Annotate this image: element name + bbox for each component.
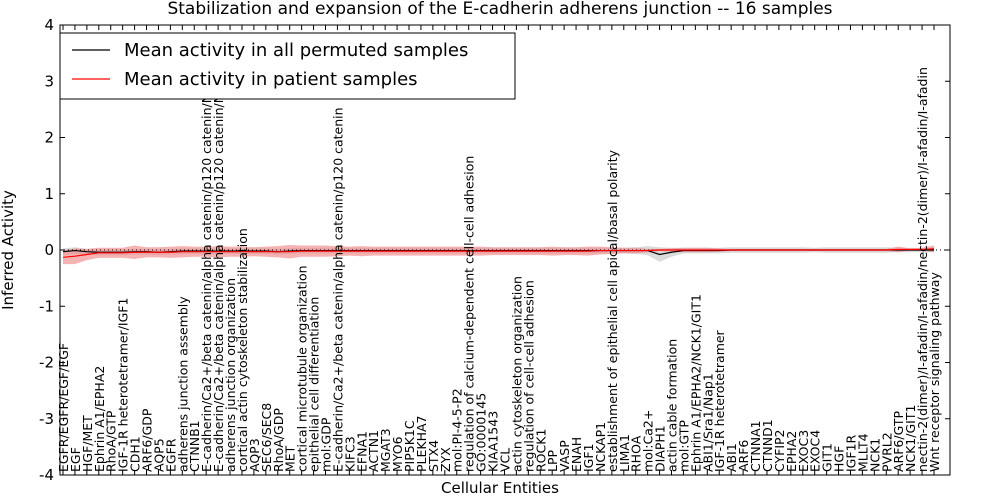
- x-tick-label: ARF6/GTP: [891, 411, 906, 472]
- x-tick-label: LPP: [545, 449, 560, 472]
- x-tick-label: STX4: [426, 440, 441, 472]
- x-tick-label: CYFIP2: [772, 429, 787, 472]
- y-tick-label: -3: [39, 410, 54, 428]
- x-tick-label: NCKAP1: [593, 422, 608, 472]
- x-tick-label: ABI1: [724, 443, 739, 472]
- y-tick-label: 3: [44, 72, 54, 90]
- chart-title: Stabilization and expansion of the E-cad…: [167, 0, 832, 19]
- x-tick-label: RhoA/GTP: [104, 410, 119, 472]
- x-axis-label: Cellular Entities: [441, 479, 559, 497]
- y-tick-label: 4: [44, 16, 54, 34]
- y-tick-label: 1: [44, 185, 54, 203]
- x-tick-label: GIT1: [820, 443, 835, 472]
- x-tick-label: E-cadherin/Ca2+/beta catenin/alpha caten…: [199, 94, 214, 472]
- x-tick-label: mol:PI-4-5-P2: [450, 388, 465, 472]
- x-tick-label: KIAA1543: [486, 411, 501, 472]
- x-tick-label: PVRL2: [879, 432, 894, 472]
- x-tick-label: ROCK1: [533, 429, 548, 472]
- x-tick-label: ABI1/Sra1/Nap1: [700, 373, 715, 472]
- x-tick-label: AQP5: [151, 438, 166, 472]
- x-tick-label: nectin-2(dimer)/I-afadin/I-afadin/nectin…: [915, 67, 930, 472]
- x-tick-label: regulation of calcium-dependent cell-cel…: [462, 156, 477, 472]
- x-tick-label: PLEKHA7: [414, 415, 429, 472]
- x-tick-label: cortical microtubule organization: [295, 265, 310, 472]
- x-tick-label: regulation of cell-cell adhesion: [521, 280, 536, 472]
- x-tick-label: Ephrin A1/EPHA2: [92, 366, 107, 472]
- y-tick-label: -1: [39, 297, 54, 315]
- y-tick-label: -2: [39, 354, 54, 372]
- x-tick-label: ZYX: [438, 447, 453, 472]
- y-tick-label: -4: [39, 466, 54, 484]
- x-tick-label: actin cable formation: [665, 339, 680, 472]
- x-tick-label: EFNA1: [354, 431, 369, 472]
- x-tick-label: GO:0000145: [474, 393, 489, 472]
- legend-box: [59, 32, 516, 100]
- x-tick-label: Wnt receptor signaling pathway: [927, 272, 942, 472]
- x-tick-label: LIMA1: [617, 434, 632, 472]
- x-tick-label: actin cytoskeleton organization: [509, 276, 524, 472]
- x-tick-label: Ephrin A1/EPHA2/NCK1/GIT1: [688, 294, 703, 472]
- x-tick-label: IGF1R: [843, 434, 858, 472]
- x-tick-label: CTNND1: [760, 419, 775, 472]
- x-tick-label: CDH1: [128, 436, 143, 472]
- x-tick-label: MGAT3: [378, 428, 393, 472]
- x-tick-label: MET: [283, 445, 298, 472]
- x-tick-label: CTNNA1: [748, 420, 763, 472]
- x-tick-label: ARF6/GDP: [140, 408, 155, 472]
- y-tick-label: 0: [44, 241, 54, 259]
- x-tick-label: VCL: [497, 448, 512, 472]
- x-tick-label: epithelial cell differentiation: [307, 297, 322, 472]
- x-tick-label: mol:GTP: [676, 420, 691, 472]
- y-axis-label: Inferred Activity: [0, 190, 17, 310]
- x-tick-label: mol:Ca2+: [641, 410, 656, 472]
- x-tick-label: EXOC3: [796, 430, 811, 472]
- x-tick-label: EGFR: [163, 438, 178, 472]
- x-tick-label: VASP: [557, 440, 572, 472]
- x-tick-label: establishment of epithelial cell apical/…: [605, 149, 620, 472]
- x-tick-label: HGF: [832, 446, 847, 472]
- x-tick-label: ARF6: [736, 440, 751, 472]
- x-tick-label: CTNNB1: [187, 420, 202, 472]
- x-tick-label: AQP3: [247, 438, 262, 472]
- x-tick-label: mol:GDP: [318, 417, 333, 472]
- x-tick-label: KIFC3: [342, 436, 357, 472]
- x-tick-label: NCK1: [867, 438, 882, 472]
- legend-label-patient: Mean activity in patient samples: [124, 69, 418, 90]
- x-tick-label: PIP5K1C: [402, 420, 417, 472]
- x-tick-label: cortical actin cytoskeleton stabilizatio…: [235, 228, 250, 472]
- x-tick-label: DIAPH1: [653, 425, 668, 472]
- series-line-patient: [62, 248, 935, 258]
- x-tick-label: adherens junction organization: [223, 278, 238, 472]
- x-tick-label: IGF-1R heterotetramer: [712, 329, 727, 472]
- x-tick-label: HGF/MET: [80, 415, 95, 472]
- x-tick-label: E-cadherin/Ca2+/beta catenin/alpha caten…: [211, 94, 226, 472]
- legend: Mean activity in all permuted samples Me…: [59, 32, 516, 100]
- y-tick-label: 2: [44, 129, 54, 147]
- x-tick-label: E-cadherin/Ca2+/beta catenin/alpha caten…: [330, 107, 345, 472]
- x-tick-label: adherens junction assembly: [175, 296, 190, 472]
- x-tick-label: MYO6: [390, 436, 405, 472]
- x-tick-label: RHOA: [629, 435, 644, 472]
- legend-label-permuted: Mean activity in all permuted samples: [124, 40, 468, 61]
- x-tick-label: IGF-1R heterotetramer/IGF1: [116, 298, 131, 472]
- x-tick-label: MLLT4: [855, 433, 870, 472]
- x-tick-label: NCK1/GIT1: [903, 405, 918, 472]
- x-tick-label: ACTN1: [366, 430, 381, 472]
- x-tick-label: IGF1: [581, 443, 596, 472]
- x-tick-label: EXOC4: [808, 430, 823, 472]
- x-tick-label: SEC6/SEC8: [259, 403, 274, 472]
- x-tick-label: RhoA/GDP: [271, 408, 286, 472]
- x-tick-label: EGF: [68, 447, 83, 472]
- x-tick-label: EPHA2: [784, 431, 799, 472]
- x-tick-label: ENAH: [569, 437, 584, 472]
